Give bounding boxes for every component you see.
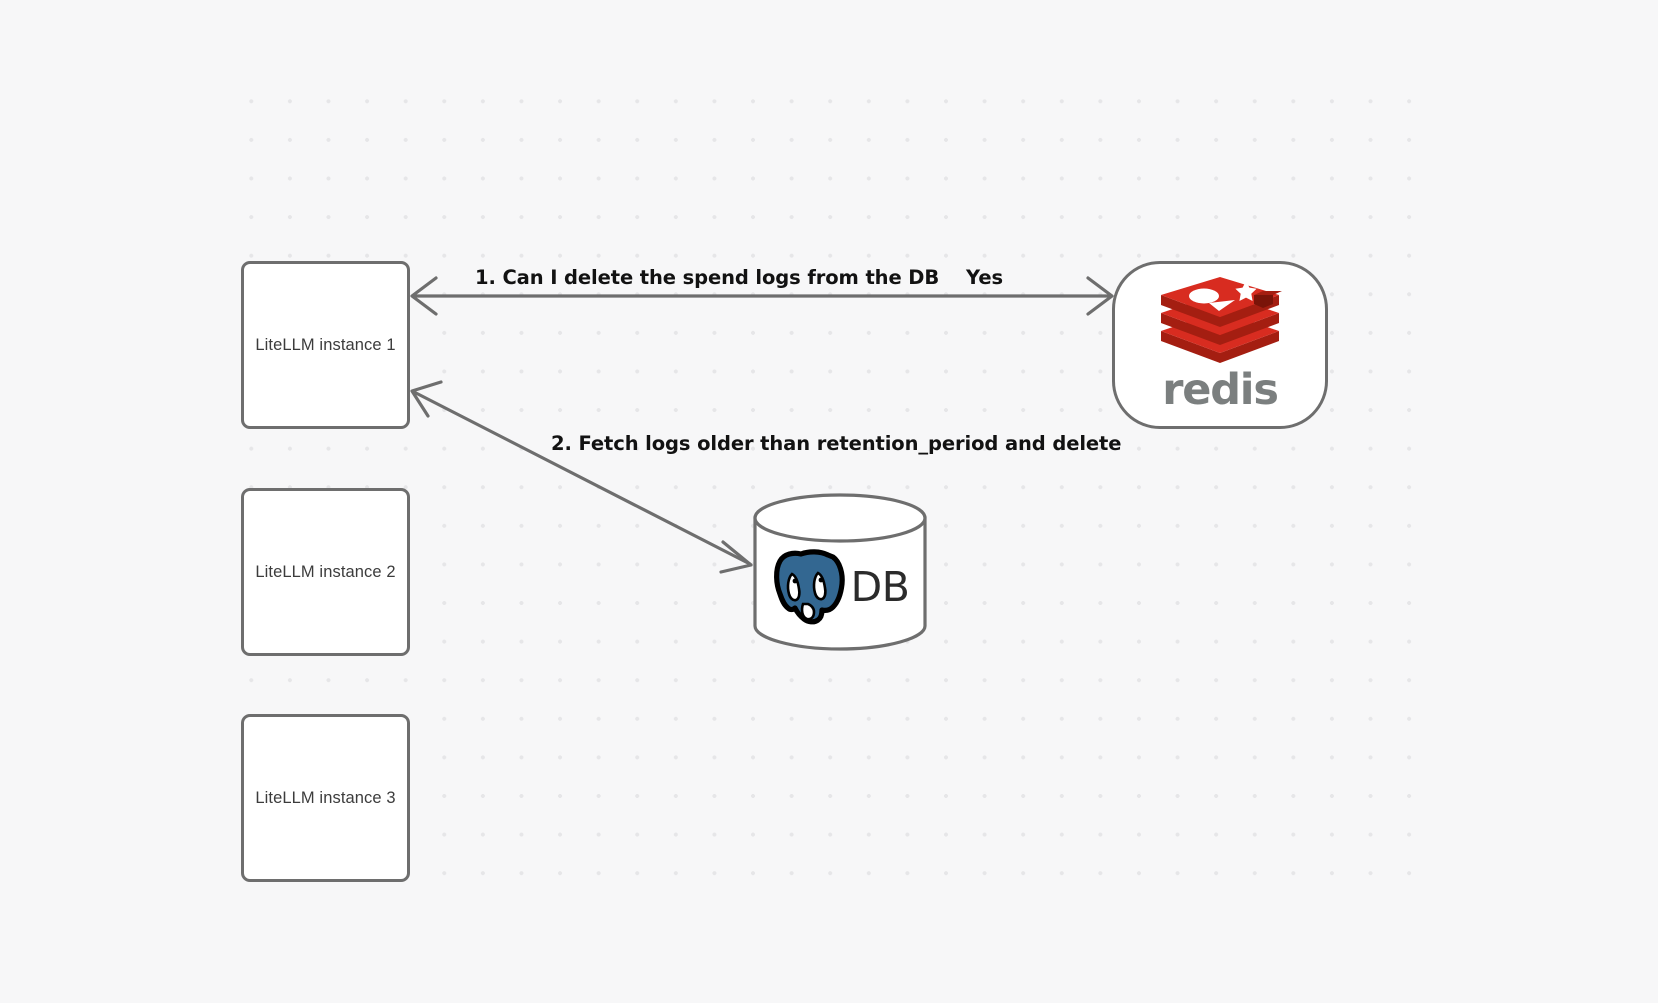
node-postgres-db[interactable]: DB	[752, 492, 928, 652]
node-label: LiteLLM instance 3	[255, 788, 396, 807]
arrowhead-left	[410, 276, 438, 316]
node-redis[interactable]: redis	[1112, 261, 1328, 429]
arrowhead-right	[1086, 276, 1114, 316]
arrowhead-upper-left	[410, 380, 443, 418]
redis-logo-wrap: redis	[1157, 275, 1283, 412]
arrowhead-lower-right	[719, 540, 753, 574]
node-litellm-instance-3[interactable]: LiteLLM instance 3	[241, 714, 410, 882]
redis-logo-icon	[1161, 276, 1282, 363]
redis-wordmark: redis	[1162, 364, 1279, 415]
db-content: DB	[752, 492, 928, 652]
edge-instance1-db	[410, 380, 753, 574]
db-label: DB	[850, 562, 910, 611]
node-litellm-instance-1[interactable]: LiteLLM instance 1	[241, 261, 410, 429]
edge-label-delete-spend-logs: 1. Can I delete the spend logs from the …	[475, 266, 940, 289]
node-label: LiteLLM instance 2	[255, 562, 396, 581]
edge-label-fetch-logs-retention: 2. Fetch logs older than retention_perio…	[551, 432, 1122, 455]
node-litellm-instance-2[interactable]: LiteLLM instance 2	[241, 488, 410, 656]
postgresql-elephant-icon	[773, 549, 845, 625]
edge-label-yes: Yes	[966, 266, 1004, 289]
node-label: LiteLLM instance 1	[255, 335, 396, 354]
